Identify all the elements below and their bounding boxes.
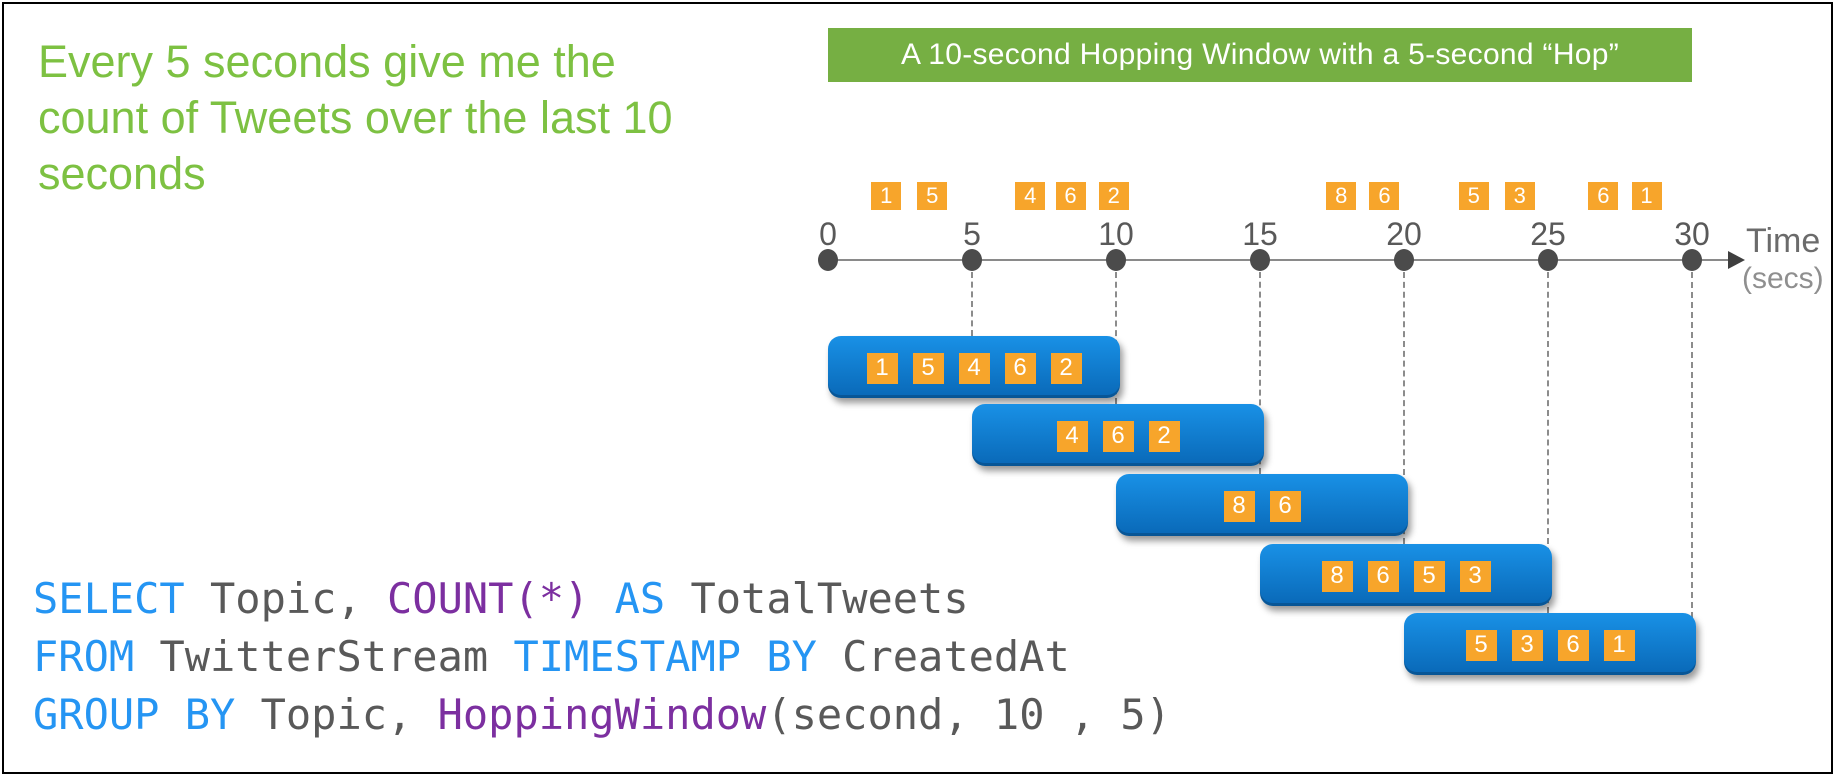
timeline-event-box: 5	[917, 182, 948, 210]
window-event-box: 6	[1557, 629, 1589, 661]
sql-token: TIMESTAMP BY	[513, 632, 817, 681]
sql-token: TwitterStream	[134, 632, 514, 681]
banner: A 10-second Hopping Window with a 5-seco…	[828, 28, 1692, 82]
window-event-box: 6	[1367, 560, 1399, 592]
sql-token: HoppingWindow	[437, 690, 767, 739]
sql-token: COUNT(*)	[387, 574, 590, 623]
timeline-event-box: 5	[1458, 182, 1489, 210]
window-event-box: 6	[1102, 420, 1134, 452]
tick-label: 30	[1674, 216, 1710, 252]
sql-code-line: FROM TwitterStream TIMESTAMP BY CreatedA…	[33, 628, 1171, 686]
sql-token: TotalTweets	[665, 574, 969, 623]
sql-token: Topic,	[184, 574, 388, 623]
window-event-box: 5	[912, 352, 944, 384]
window-event-box: 5	[1465, 629, 1497, 661]
timeline-event-box: 4	[1015, 182, 1046, 210]
time-axis-arrowhead-icon	[1728, 251, 1745, 269]
timeline-dot	[1682, 249, 1702, 271]
time-axis-units-label: (secs)	[1742, 262, 1824, 295]
timeline-event-box: 1	[1631, 182, 1662, 210]
sql-token: Topic,	[235, 690, 438, 739]
headline-text: Every 5 seconds give me the count of Twe…	[38, 36, 673, 199]
tick-label: 0	[819, 216, 837, 252]
window-event-box: 2	[1148, 420, 1180, 452]
window-event-box: 8	[1223, 490, 1255, 522]
timeline-event-box: 6	[1055, 182, 1086, 210]
window-event-box: 6	[1004, 352, 1036, 384]
time-axis-label: Time	[1746, 222, 1821, 260]
timeline-event-box: 8	[1326, 182, 1357, 210]
window-event-box: 4	[1056, 420, 1088, 452]
window-event-box: 2	[1050, 352, 1082, 384]
window-event-box: 3	[1511, 629, 1543, 661]
sql-token: (second, 10 , 5)	[766, 690, 1171, 739]
window-event-box: 4	[958, 352, 990, 384]
window-boundary-dashed-line	[971, 272, 973, 336]
timeline-event-box: 3	[1504, 182, 1535, 210]
timeline-dot	[818, 249, 838, 271]
window-event-box: 5	[1413, 560, 1445, 592]
sql-token: AS	[614, 574, 666, 623]
timeline-event-box: 2	[1098, 182, 1129, 210]
window-boundary-dashed-line	[1259, 272, 1261, 474]
timeline-event-box: 6	[1588, 182, 1619, 210]
sql-token	[589, 574, 614, 623]
tick-label: 25	[1530, 216, 1566, 252]
time-axis-line	[826, 259, 1728, 261]
window-event-box: 1	[1603, 629, 1635, 661]
sql-token: CreatedAt	[816, 632, 1070, 681]
sql-token: GROUP BY	[33, 690, 236, 739]
banner-label: A 10-second Hopping Window with a 5-seco…	[900, 38, 1620, 71]
window-event-box: 3	[1459, 560, 1491, 592]
window-boundary-dashed-line	[1691, 272, 1693, 618]
tick-label: 10	[1098, 216, 1134, 252]
sql-token: SELECT	[33, 574, 185, 623]
sql-code-line: GROUP BY Topic, HoppingWindow(second, 10…	[33, 686, 1171, 744]
tick-label: 5	[963, 216, 981, 252]
tick-label: 15	[1242, 216, 1278, 252]
sql-token: FROM	[33, 632, 135, 681]
timeline-dot	[962, 249, 982, 271]
sql-code-line: SELECT Topic, COUNT(*) AS TotalTweets	[33, 570, 1171, 628]
timeline-dot	[1106, 249, 1126, 271]
tick-label: 20	[1386, 216, 1422, 252]
timeline-event-box: 1	[871, 182, 902, 210]
timeline-event-box: 6	[1369, 182, 1400, 210]
timeline-dot	[1538, 249, 1558, 271]
window-boundary-dashed-line	[1547, 272, 1549, 613]
window-event-box: 6	[1269, 490, 1301, 522]
timeline-dot	[1394, 249, 1414, 271]
window-boundary-dashed-line	[1403, 272, 1405, 544]
window-boundary-dashed-line	[1115, 272, 1117, 404]
timeline-dot	[1250, 249, 1270, 271]
window-event-box: 1	[866, 352, 898, 384]
window-event-box: 8	[1321, 560, 1353, 592]
